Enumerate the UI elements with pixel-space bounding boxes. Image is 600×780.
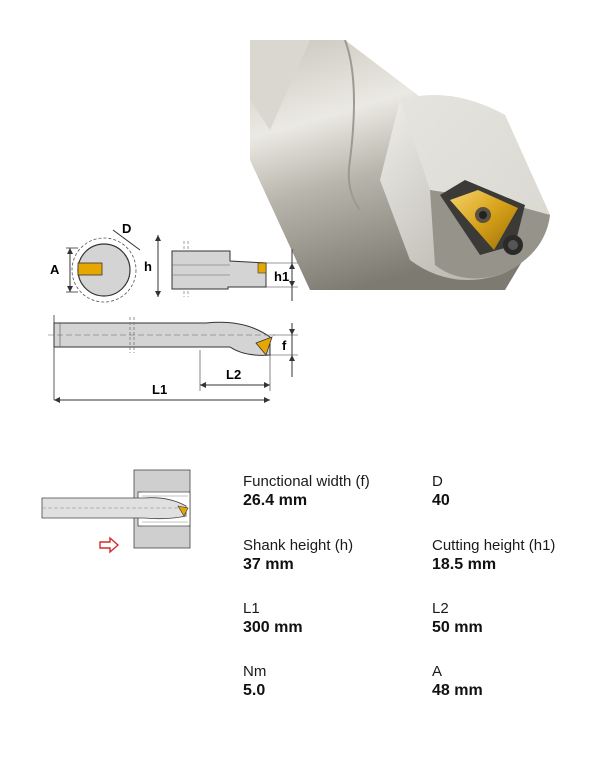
label-D: D <box>122 221 131 236</box>
spec-label: A <box>432 663 443 680</box>
label-A: A <box>50 262 60 277</box>
feed-arrow-icon <box>99 536 120 554</box>
label-f: f <box>282 338 287 353</box>
label-h1: h1 <box>274 269 289 284</box>
spec-value: 5.0 <box>243 682 266 699</box>
spec-l1: L1 300 mm <box>243 600 423 638</box>
spec-value: 37 mm <box>243 556 294 573</box>
end-view <box>66 229 141 303</box>
spec-label: Cutting height (h1) <box>432 537 556 554</box>
label-L1: L1 <box>152 382 167 397</box>
spec-shank-height: Shank height (h) 37 mm <box>243 537 423 575</box>
spec-a: A 48 mm <box>432 663 600 701</box>
spec-label: L2 <box>432 600 449 617</box>
side-view <box>155 235 298 301</box>
spec-value: 48 mm <box>432 682 483 699</box>
spec-value: 18.5 mm <box>432 556 497 573</box>
spec-label: Shank height (h) <box>243 537 354 554</box>
spec-label: D <box>432 473 443 490</box>
label-L2: L2 <box>226 367 241 382</box>
spec-label: Functional width (f) <box>243 473 370 490</box>
spec-value: 300 mm <box>243 619 303 636</box>
spec-label: L1 <box>243 600 260 617</box>
spec-functional-width: Functional width (f) 26.4 mm <box>243 473 423 511</box>
spec-nm: Nm 5.0 <box>243 663 423 701</box>
product-photo <box>250 40 550 290</box>
dimension-drawing: A D h h1 <box>48 221 298 403</box>
application-schematic <box>41 469 191 554</box>
spec-value: 26.4 mm <box>243 492 308 509</box>
spec-value: 40 <box>432 492 450 509</box>
spec-cutting-height: Cutting height (h1) 18.5 mm <box>432 537 600 575</box>
top-view <box>48 315 298 403</box>
spec-value: 50 mm <box>432 619 483 636</box>
spec-l2: L2 50 mm <box>432 600 600 638</box>
spec-d: D 40 <box>432 473 600 511</box>
spec-label: Nm <box>243 663 267 680</box>
label-h: h <box>144 259 152 274</box>
